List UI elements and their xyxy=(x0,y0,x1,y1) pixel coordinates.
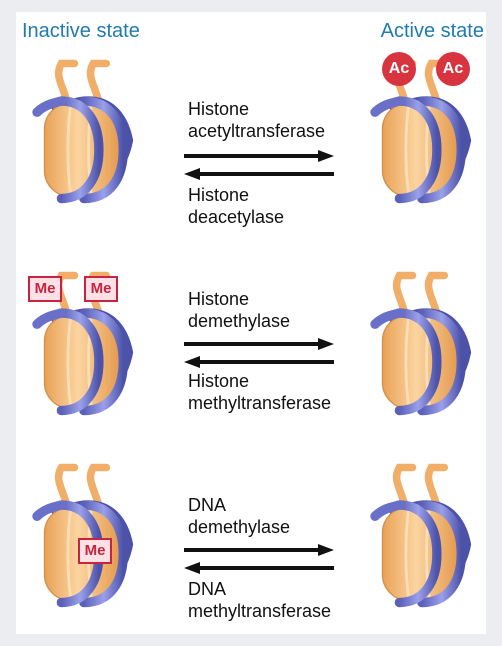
enzyme-label-acetyltransferase: Histone acetyltransferase xyxy=(188,99,326,141)
acetyl-tag: Ac xyxy=(436,52,470,86)
acetyl-tag: Ac xyxy=(382,52,416,86)
active-state-label: Active state xyxy=(380,20,484,42)
enzyme-label-dna-demethylase: DNA demethylase xyxy=(188,495,291,537)
forward-arrow xyxy=(184,150,334,162)
methyl-tag: Me xyxy=(28,276,62,302)
inactive-state-label: Inactive state xyxy=(22,20,140,42)
enzyme-label-dna-methyltransferase: DNA methyltransferase xyxy=(188,579,332,621)
reverse-arrow xyxy=(184,356,334,368)
enzyme-label-histone-demethylase: Histone demethylase xyxy=(188,289,291,331)
forward-arrow xyxy=(184,338,334,350)
forward-arrow xyxy=(184,544,334,556)
nucleosome-inactive-row1 xyxy=(22,56,142,206)
diagram-panel: Inactive state Active state Ac Ac Histon… xyxy=(16,12,486,634)
nucleosome-active-row2 xyxy=(360,268,480,418)
nucleosome-active-row3 xyxy=(360,460,480,610)
methyl-tag: Me xyxy=(84,276,118,302)
reverse-arrow xyxy=(184,168,334,180)
reverse-arrow xyxy=(184,562,334,574)
enzyme-label-histone-methyltransferase: Histone methyltransferase xyxy=(188,371,332,413)
nucleosome-inactive-row3 xyxy=(22,460,142,610)
methyl-tag: Me xyxy=(78,538,112,564)
enzyme-label-deacetylase: Histone deacetylase xyxy=(188,185,285,227)
